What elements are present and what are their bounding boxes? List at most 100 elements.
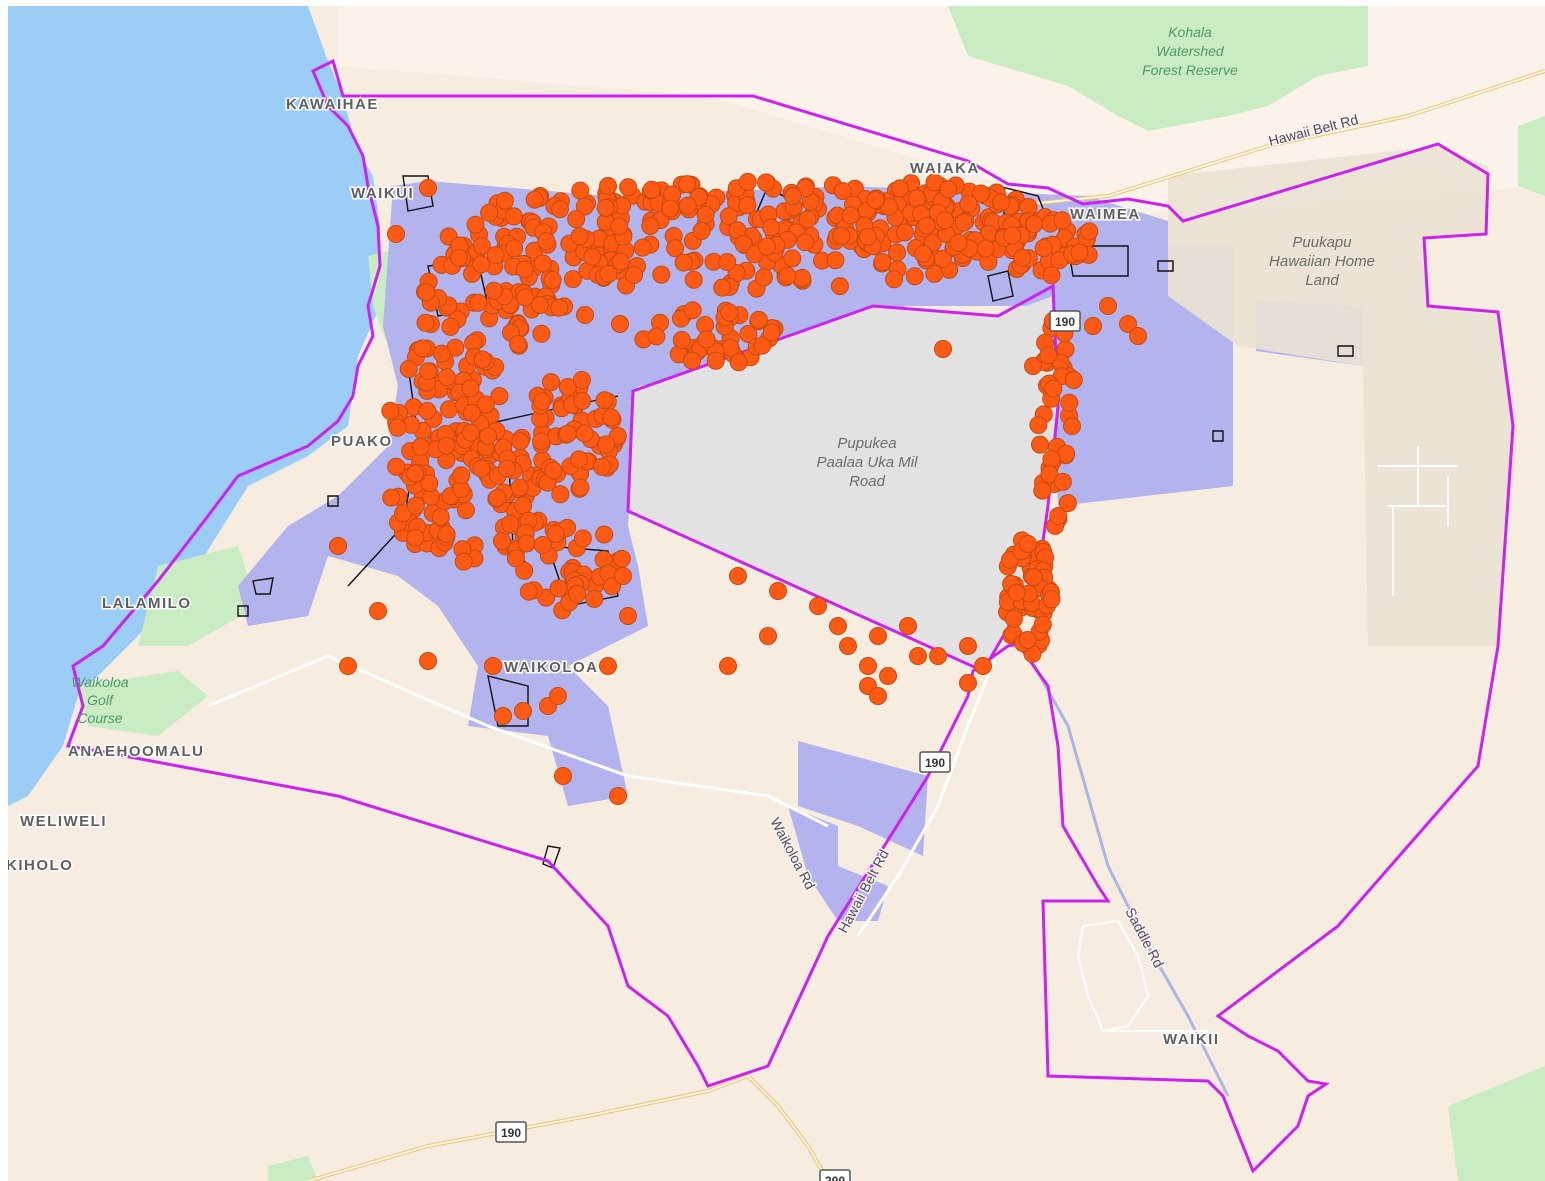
incident-point[interactable] xyxy=(652,265,671,284)
incident-point[interactable] xyxy=(454,552,473,571)
incident-point[interactable] xyxy=(466,215,485,234)
incident-point[interactable] xyxy=(869,687,887,705)
incident-point[interactable] xyxy=(678,175,697,194)
incident-point[interactable] xyxy=(949,234,968,252)
incident-point[interactable] xyxy=(388,418,407,437)
incident-point[interactable] xyxy=(595,525,614,544)
incident-point[interactable] xyxy=(480,203,499,222)
incident-point[interactable] xyxy=(738,196,757,215)
incident-point[interactable] xyxy=(612,549,631,568)
incident-point[interactable] xyxy=(841,206,860,225)
incident-point[interactable] xyxy=(734,234,753,253)
incident-point[interactable] xyxy=(567,210,586,229)
incident-point[interactable] xyxy=(1063,417,1081,436)
incident-point[interactable] xyxy=(505,239,524,258)
incident-point[interactable] xyxy=(959,674,977,692)
incident-point[interactable] xyxy=(533,254,552,273)
incident-point[interactable] xyxy=(406,464,425,483)
incident-point[interactable] xyxy=(329,537,347,555)
incident-point[interactable] xyxy=(597,435,615,454)
incident-point[interactable] xyxy=(510,478,529,497)
incident-point[interactable] xyxy=(1119,315,1137,333)
incident-point[interactable] xyxy=(936,211,955,230)
incident-point[interactable] xyxy=(517,534,536,553)
incident-point[interactable] xyxy=(909,647,927,665)
incident-point[interactable] xyxy=(959,637,977,655)
incident-point[interactable] xyxy=(339,657,357,675)
incident-point[interactable] xyxy=(573,391,592,410)
incident-point[interactable] xyxy=(1129,327,1147,345)
incident-point[interactable] xyxy=(1031,435,1049,454)
incident-point[interactable] xyxy=(614,567,632,585)
incident-point[interactable] xyxy=(762,218,781,237)
incident-point[interactable] xyxy=(826,251,845,270)
incident-point[interactable] xyxy=(416,313,435,332)
incident-point[interactable] xyxy=(533,536,552,554)
incident-point[interactable] xyxy=(959,194,978,213)
incident-point[interactable] xyxy=(1033,481,1052,500)
incident-point[interactable] xyxy=(571,478,590,497)
incident-point[interactable] xyxy=(992,193,1010,212)
incident-point[interactable] xyxy=(759,627,777,645)
incident-point[interactable] xyxy=(550,200,569,219)
incident-point[interactable] xyxy=(642,180,661,199)
incident-point[interactable] xyxy=(609,787,627,805)
map-canvas[interactable]: 190 190 190 200 KAWAIHAE WAIAKA WAIMEA W… xyxy=(8,6,1545,1181)
incident-point[interactable] xyxy=(472,459,491,478)
incident-point[interactable] xyxy=(585,589,604,608)
incident-point[interactable] xyxy=(413,339,432,358)
incident-point[interactable] xyxy=(678,196,697,215)
incident-point[interactable] xyxy=(798,210,817,229)
incident-point[interactable] xyxy=(537,232,556,250)
incident-point[interactable] xyxy=(504,207,523,226)
incident-point[interactable] xyxy=(437,436,456,455)
incident-point[interactable] xyxy=(472,255,491,274)
incident-point[interactable] xyxy=(729,353,748,372)
incident-point[interactable] xyxy=(431,508,450,526)
incident-point[interactable] xyxy=(672,331,691,349)
incident-point[interactable] xyxy=(501,514,520,533)
incident-point[interactable] xyxy=(381,401,400,420)
incident-point[interactable] xyxy=(674,253,693,272)
incident-point[interactable] xyxy=(778,266,797,285)
incident-point[interactable] xyxy=(441,317,460,336)
incident-point[interactable] xyxy=(619,607,637,625)
incident-point[interactable] xyxy=(563,270,582,289)
incident-point[interactable] xyxy=(1042,450,1061,468)
incident-point[interactable] xyxy=(1033,615,1052,634)
incident-point[interactable] xyxy=(432,344,451,363)
incident-point[interactable] xyxy=(784,187,802,205)
incident-point[interactable] xyxy=(914,244,933,263)
incident-point[interactable] xyxy=(907,189,926,208)
incident-point[interactable] xyxy=(1007,583,1026,602)
incident-point[interactable] xyxy=(706,351,725,370)
incident-point[interactable] xyxy=(469,293,488,312)
incident-point[interactable] xyxy=(484,657,502,675)
incident-point[interactable] xyxy=(516,288,535,307)
incident-point[interactable] xyxy=(599,657,617,675)
incident-point[interactable] xyxy=(749,310,768,329)
incident-point[interactable] xyxy=(549,579,568,598)
incident-point[interactable] xyxy=(440,400,458,419)
incident-point[interactable] xyxy=(1029,416,1048,434)
incident-point[interactable] xyxy=(387,225,405,243)
incident-point[interactable] xyxy=(1058,494,1077,513)
incident-point[interactable] xyxy=(719,657,737,675)
incident-point[interactable] xyxy=(369,602,387,620)
incident-point[interactable] xyxy=(1042,266,1061,285)
incident-point[interactable] xyxy=(543,271,562,289)
incident-point[interactable] xyxy=(757,173,775,192)
incident-point[interactable] xyxy=(809,597,827,615)
incident-point[interactable] xyxy=(729,567,747,585)
incident-point[interactable] xyxy=(583,247,602,266)
incident-point[interactable] xyxy=(576,306,594,324)
incident-point[interactable] xyxy=(570,227,589,246)
incident-point[interactable] xyxy=(387,457,406,476)
incident-point[interactable] xyxy=(939,180,958,199)
incident-point[interactable] xyxy=(525,190,544,209)
incident-point[interactable] xyxy=(738,172,757,191)
incident-point[interactable] xyxy=(506,549,525,568)
incident-point[interactable] xyxy=(895,223,914,242)
incident-point[interactable] xyxy=(954,213,973,232)
incident-point[interactable] xyxy=(1040,465,1059,484)
